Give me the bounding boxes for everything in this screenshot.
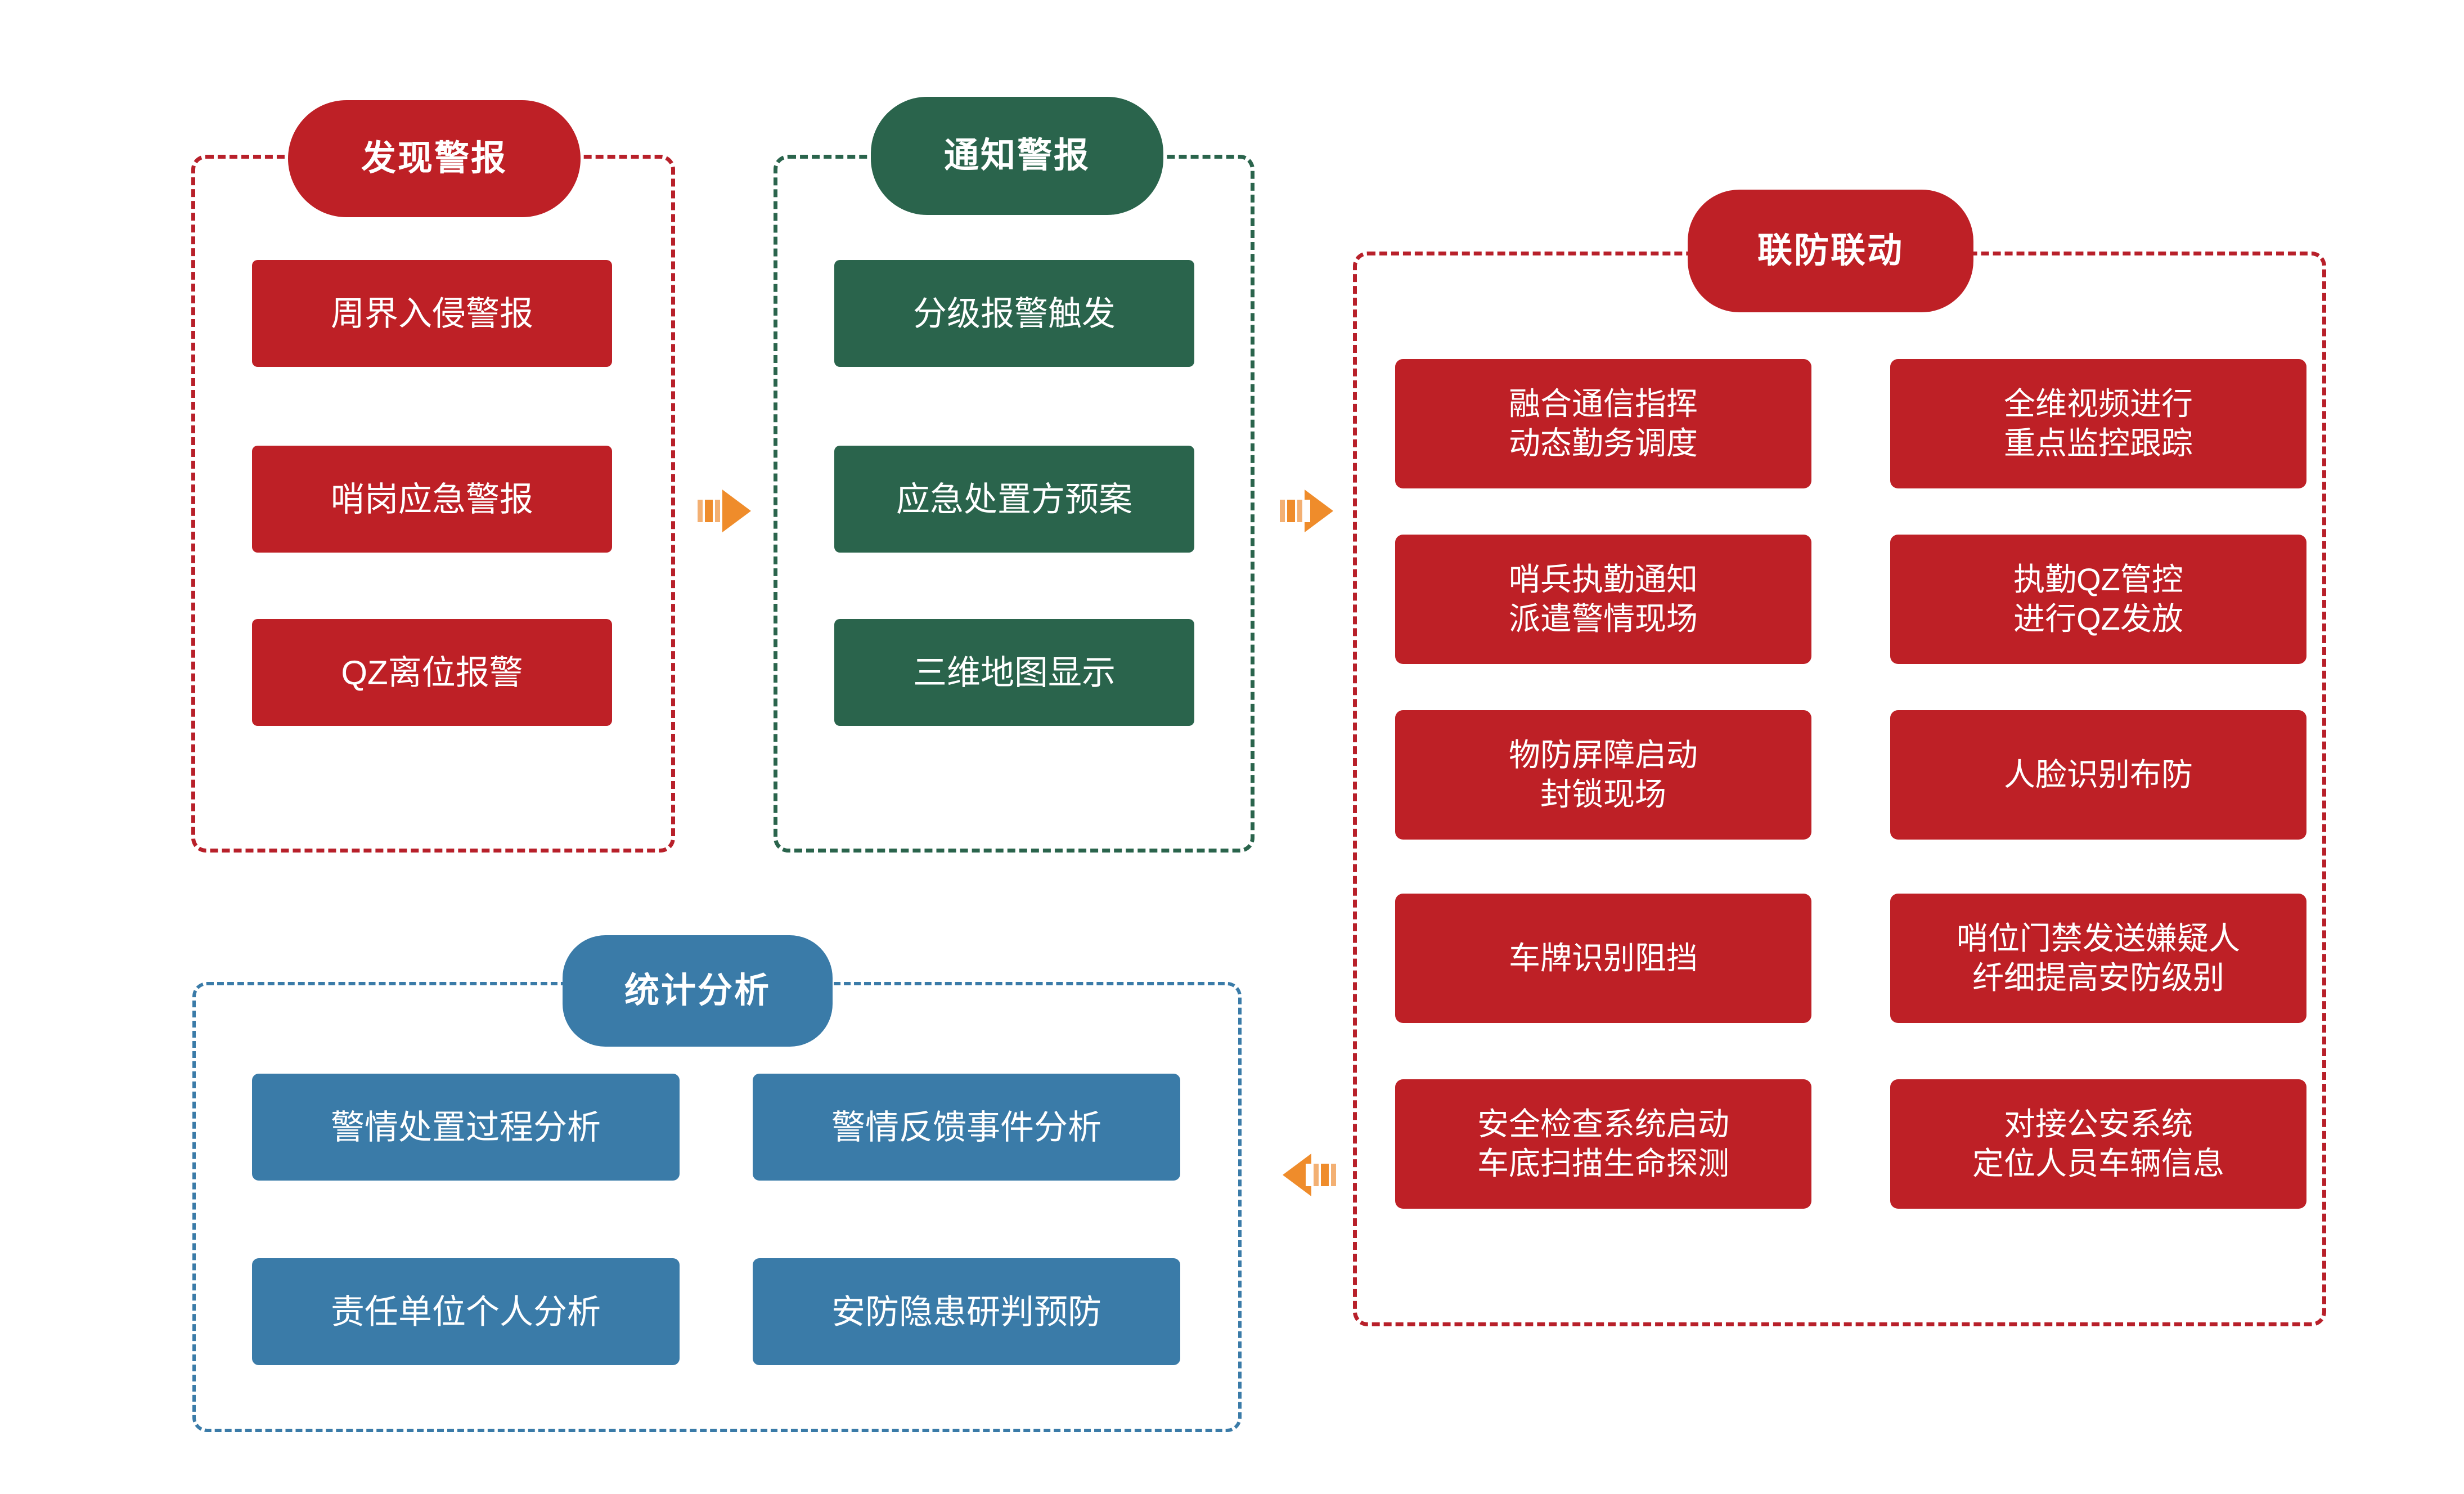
card-label: 安全检查系统启动 车底扫描生命探测: [1477, 1106, 1729, 1181]
card-label: 三维地图显示: [913, 653, 1116, 692]
group-title-joint-defense-label: 联防联动: [1757, 231, 1904, 270]
card-label: 安防隐患研判预防: [831, 1293, 1101, 1331]
card-joint-defense-9[interactable]: 对接公安系统 定位人员车辆信息: [1890, 1079, 2306, 1209]
arrow-right-icon: [1280, 490, 1333, 532]
card-statistics-1[interactable]: 警情反馈事件分析: [753, 1074, 1180, 1181]
card-label: QZ离位报警: [341, 653, 523, 692]
card-statistics-2[interactable]: 责任单位个人分析: [252, 1258, 680, 1365]
card-joint-defense-7[interactable]: 哨位门禁发送嫌疑人 纤细提高安防级别: [1890, 894, 2306, 1023]
card-statistics-0[interactable]: 警情处置过程分析: [252, 1074, 680, 1181]
card-joint-defense-0[interactable]: 融合通信指挥 动态勤务调度: [1395, 359, 1811, 488]
group-title-statistics: 统计分析: [563, 935, 833, 1047]
card-discover-alarm-1[interactable]: 哨岗应急警报: [252, 446, 612, 553]
card-label: 责任单位个人分析: [331, 1293, 601, 1331]
card-notify-alarm-0[interactable]: 分级报警触发: [834, 260, 1194, 367]
group-title-notify-alarm: 通知警报: [871, 97, 1163, 215]
card-notify-alarm-1[interactable]: 应急处置方预案: [834, 446, 1194, 553]
card-label: 应急处置方预案: [896, 480, 1132, 518]
group-title-discover-alarm: 发现警报: [288, 100, 581, 217]
card-label: 人脸识别布防: [2004, 757, 2193, 792]
card-statistics-3[interactable]: 安防隐患研判预防: [753, 1258, 1180, 1365]
arrow-joint-to-statistics: [1280, 1149, 1336, 1201]
card-label: 融合通信指挥 动态勤务调度: [1509, 386, 1698, 461]
card-label: 哨位门禁发送嫌疑人 纤细提高安防级别: [1957, 921, 2240, 995]
card-label: 车牌识别阻挡: [1509, 940, 1698, 976]
card-label: 哨岗应急警报: [331, 480, 533, 518]
card-joint-defense-4[interactable]: 物防屏障启动 封锁现场: [1395, 710, 1811, 840]
card-joint-defense-3[interactable]: 执勤QZ管控 进行QZ发放: [1890, 535, 2306, 664]
card-label: 全维视频进行 重点监控跟踪: [2004, 386, 2193, 461]
arrow-notify-to-joint: [1280, 485, 1336, 537]
group-title-joint-defense: 联防联动: [1688, 190, 1973, 312]
group-title-discover-alarm-label: 发现警报: [361, 139, 507, 178]
arrow-right-icon: [698, 490, 751, 532]
card-notify-alarm-2[interactable]: 三维地图显示: [834, 619, 1194, 726]
arrow-left-icon: [1283, 1154, 1336, 1196]
card-discover-alarm-2[interactable]: QZ离位报警: [252, 619, 612, 726]
card-label: 警情处置过程分析: [331, 1108, 601, 1146]
card-joint-defense-1[interactable]: 全维视频进行 重点监控跟踪: [1890, 359, 2306, 488]
card-label: 执勤QZ管控 进行QZ发放: [2013, 562, 2183, 636]
card-discover-alarm-0[interactable]: 周界入侵警报: [252, 260, 612, 367]
card-joint-defense-5[interactable]: 人脸识别布防: [1890, 710, 2306, 840]
card-label: 周界入侵警报: [331, 294, 533, 333]
card-joint-defense-2[interactable]: 哨兵执勤通知 派遣警情现场: [1395, 535, 1811, 664]
group-title-statistics-label: 统计分析: [624, 971, 771, 1010]
group-title-notify-alarm-label: 通知警报: [943, 136, 1090, 175]
card-label: 哨兵执勤通知 派遣警情现场: [1509, 562, 1698, 636]
card-label: 分级报警触发: [913, 294, 1116, 333]
arrow-discover-to-notify: [698, 485, 754, 537]
card-label: 对接公安系统 定位人员车辆信息: [1972, 1106, 2224, 1181]
card-label: 物防屏障启动 封锁现场: [1509, 737, 1698, 812]
card-label: 警情反馈事件分析: [831, 1108, 1101, 1146]
card-joint-defense-6[interactable]: 车牌识别阻挡: [1395, 894, 1811, 1023]
card-joint-defense-8[interactable]: 安全检查系统启动 车底扫描生命探测: [1395, 1079, 1811, 1209]
